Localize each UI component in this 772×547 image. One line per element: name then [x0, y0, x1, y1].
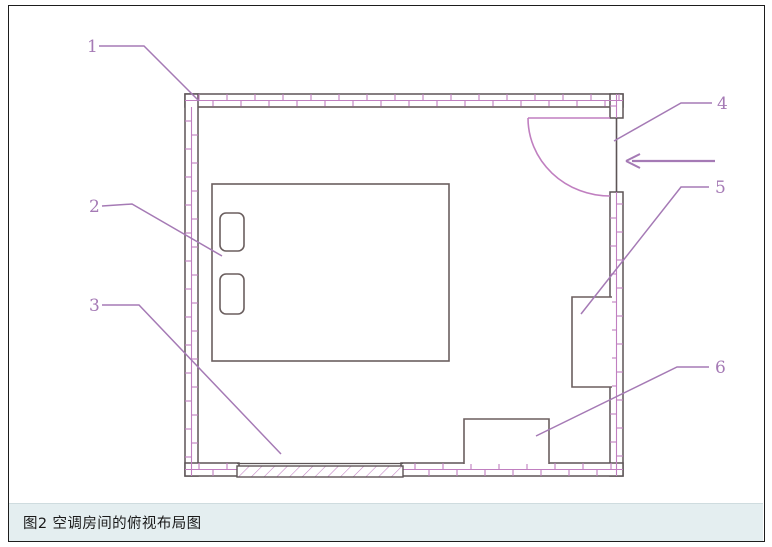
bed-pillow-lower — [219, 273, 245, 315]
callout-label-3: 3 — [89, 296, 100, 316]
window — [236, 462, 404, 478]
leader-line-2 — [101, 203, 223, 257]
figure-caption-bar: 图2 空调房间的俯视布局图 — [9, 503, 763, 541]
callout-label-2: 2 — [89, 197, 100, 217]
floor-plan-svg: 1 2 3 4 5 6 — [87, 37, 728, 478]
callout-label-4: 4 — [717, 94, 728, 114]
bed-pillow-upper — [219, 212, 245, 252]
leader-line-3 — [102, 304, 282, 455]
callout-leader-lines — [99, 45, 712, 455]
leader-line-1 — [99, 45, 200, 102]
figure-drawing-area: 1 2 3 4 5 6 — [9, 6, 763, 501]
door-swing-arc — [527, 117, 611, 197]
wall-hatch-lines — [185, 94, 623, 476]
door — [527, 117, 611, 197]
air-conditioner-body — [463, 418, 550, 464]
leader-line-4 — [613, 102, 712, 142]
leader-line-5 — [580, 186, 709, 315]
figure-frame: 1 2 3 4 5 6 图2 空调房间的俯视布局图 — [8, 5, 765, 542]
cabinet — [571, 296, 612, 388]
arrow-head — [625, 153, 641, 169]
airflow-arrow — [625, 153, 715, 169]
room-walls — [184, 93, 624, 477]
window-band — [236, 465, 404, 478]
callout-label-1: 1 — [87, 37, 98, 57]
callout-labels: 1 2 3 4 5 6 — [87, 37, 728, 378]
leader-line-6 — [535, 366, 709, 437]
callout-label-6: 6 — [715, 358, 726, 378]
figure-caption-text: 图2 空调房间的俯视布局图 — [23, 516, 202, 532]
air-conditioner — [463, 418, 550, 464]
cabinet-body — [571, 296, 612, 388]
bed — [211, 183, 450, 362]
callout-label-5: 5 — [715, 178, 726, 198]
bed-body — [211, 183, 450, 362]
